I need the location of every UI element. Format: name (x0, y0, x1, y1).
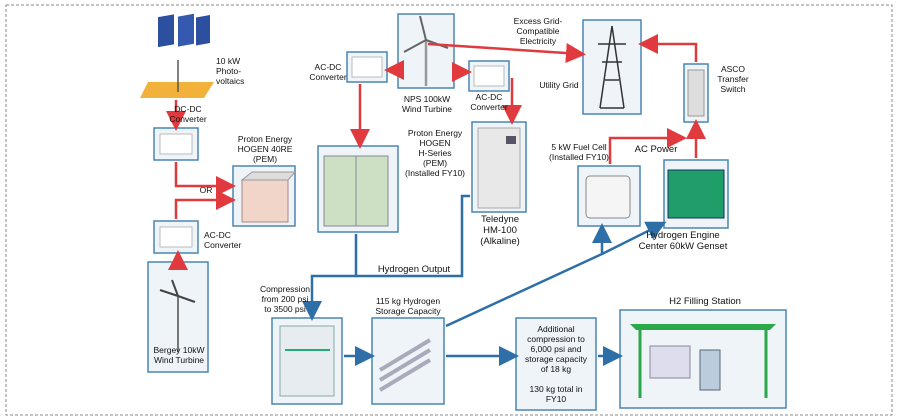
hydrogen-storage-tubes-icon (371, 317, 445, 405)
outer-frame (5, 4, 893, 416)
utility-grid-tower-icon (582, 19, 642, 115)
arrow-nps-to-grid (427, 42, 586, 64)
nps-wind-turbine-icon (397, 13, 455, 89)
label-teledyne: Teledyne HM-100 (Alkaline) (480, 214, 520, 247)
arrow-acdc-to-proton40 (174, 190, 236, 219)
label-nps: NPS 100kW Wind Turbine (401, 94, 453, 114)
solar-panel-icon (140, 13, 214, 98)
arrow-fuelcell-to-asco (608, 128, 687, 164)
label-hydrogen-output: Hydrogen Output (377, 264, 451, 275)
dcdc-converter-icon (153, 127, 199, 161)
label-acdc-mid: AC-DC Converter (470, 92, 508, 112)
fuel-cell-icon (577, 165, 641, 227)
label-bergey: Bergey 10kW Wind Turbine (153, 345, 205, 365)
label-pv: 10 kW Photo- voltaics (216, 56, 245, 86)
acdc-converter-mid-icon (468, 60, 510, 92)
label-or: OR (199, 185, 213, 195)
label-acdc-top: AC-DC Converter (309, 62, 347, 82)
arrow-asco-to-grid (638, 34, 698, 62)
arrow-dcdc-to-proton40 (174, 162, 236, 196)
label-asco: ASCO Transfer Switch (717, 64, 749, 94)
red-arrows (166, 34, 706, 270)
label-excess: Excess Grid- Compatible Electricity (513, 16, 563, 46)
label-acpower: AC Power (634, 144, 678, 155)
teledyne-electrolyzer-icon (471, 121, 527, 213)
bergey-wind-turbine-icon (147, 261, 209, 373)
label-filling-station: H2 Filling Station (669, 296, 741, 307)
label-additional: Additional compression to 6,000 psi and … (525, 324, 587, 374)
label-engine: Hydrogen Engine Center 60kW Genset (638, 230, 728, 252)
proton-h-series-electrolyzer-icon (317, 145, 399, 233)
asco-transfer-switch-icon (683, 63, 709, 123)
arrow-to-compressor (302, 274, 356, 321)
blue-arrows (302, 194, 667, 366)
additional-compression-box (515, 317, 597, 411)
h2-filling-station-icon (619, 309, 787, 409)
arrow-storage-to-genset (601, 221, 667, 256)
label-acdc-left: AC-DC Converter (204, 230, 242, 250)
label-fuelcell: 5 kW Fuel Cell (Installed FY10) (549, 142, 609, 162)
label-proton40: Proton Energy HOGEN 40RE (PEM) (237, 134, 293, 164)
label-storage: 115 kg Hydrogen Storage Capacity (375, 296, 441, 316)
label-total: 130 kg total in FY10 (529, 384, 583, 404)
compressor-icon (271, 317, 343, 405)
proton-40re-electrolyzer-icon (232, 165, 297, 227)
line-hydrogen-output (354, 194, 470, 278)
label-utility: Utility Grid (539, 80, 579, 90)
label-proton-h: Proton Energy HOGEN H-Series (PEM) (Inst… (405, 128, 465, 178)
hydrogen-engine-genset-icon (663, 159, 729, 229)
acdc-converter-left-icon (153, 220, 199, 254)
label-dcdc: DC-DC Converter (169, 104, 207, 124)
acdc-converter-top-icon (346, 51, 388, 83)
label-compression: Compression from 200 psi to 3500 psi (259, 284, 311, 314)
